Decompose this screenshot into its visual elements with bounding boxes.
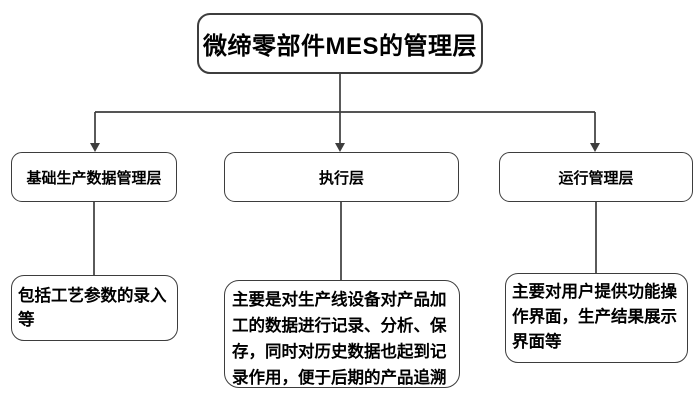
node-label: 基础生产数据管理层 (26, 169, 162, 187)
description-operation-management-layer: 主要对用户提供功能操 作界面，生产结果展示 界面等 (505, 273, 688, 363)
description-basic-production-data-layer: 包括工艺参数的录入 等 (11, 275, 178, 341)
node-label: 执行层 (318, 169, 364, 187)
node-execution-layer: 执行层 (224, 152, 459, 202)
root-node-label: 微缔零部件MES的管理层 (202, 33, 477, 60)
node-operation-management-layer: 运行管理层 (499, 152, 693, 202)
arrowhead-left (90, 143, 100, 152)
root-node-mes-management-layer: 微缔零部件MES的管理层 (197, 13, 483, 74)
arrowhead-right (590, 143, 600, 152)
node-basic-production-data-layer: 基础生产数据管理层 (11, 152, 177, 202)
node-label: 运行管理层 (558, 169, 634, 187)
arrowhead-center (335, 143, 345, 152)
description-execution-layer: 主要是对生产线设备对产品加 工的数据进行记录、分析、保 存，同时对历史数据也起到… (224, 280, 460, 388)
